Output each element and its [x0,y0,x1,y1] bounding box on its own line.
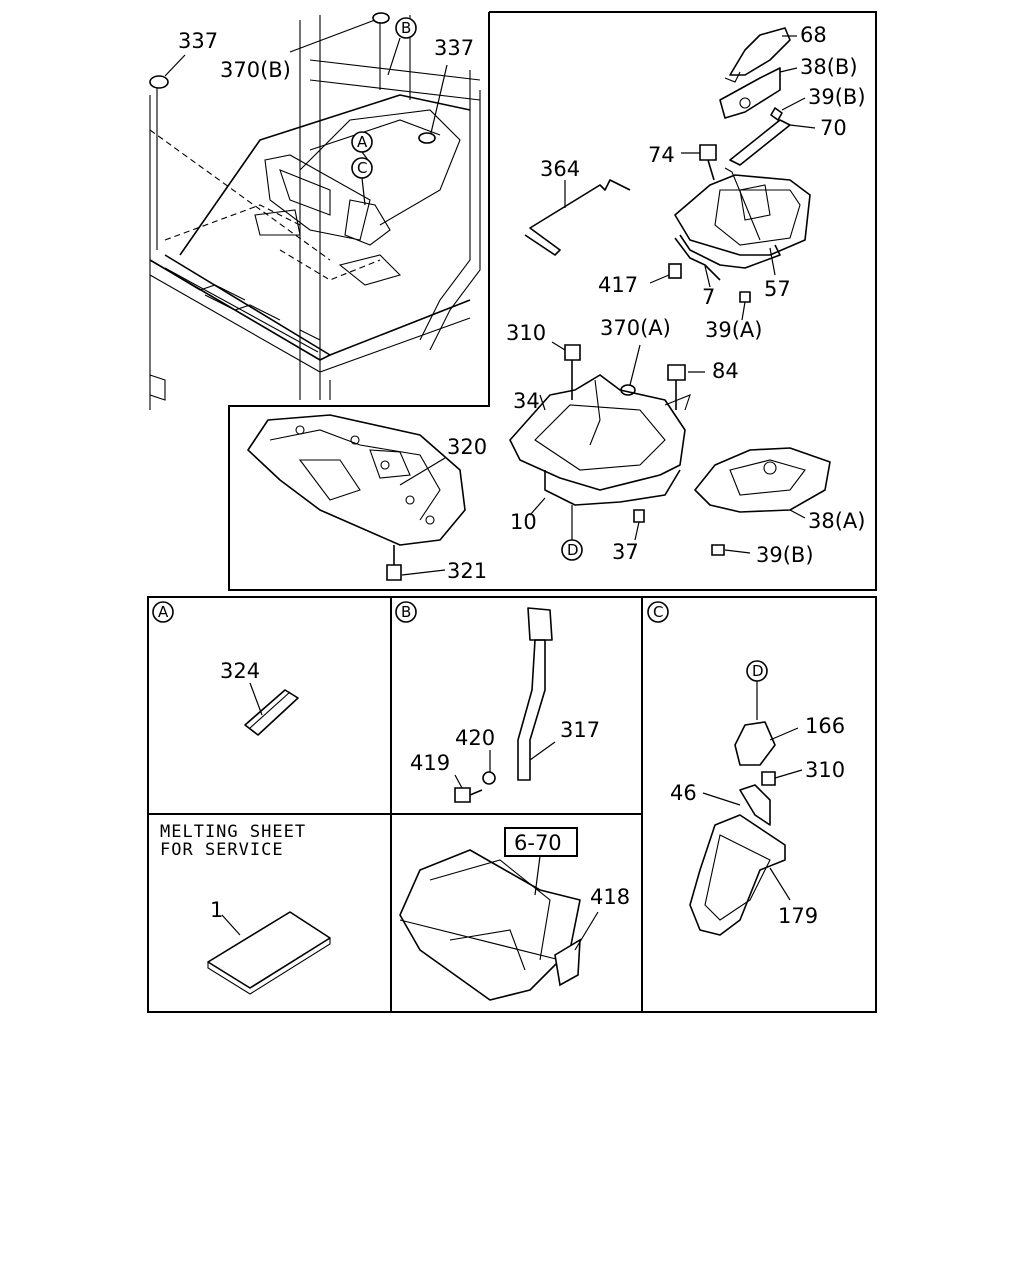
callout-166: 166 [805,714,845,738]
callout-320: 320 [447,435,487,459]
callout-337-left: 337 [178,29,218,53]
callout-70: 70 [820,116,847,140]
detail-c-marker: C [653,603,663,621]
callout-310: 310 [805,758,845,782]
callout-46: 46 [670,781,697,805]
detail-B-strap [395,601,556,803]
callout-1: 1 [210,898,223,922]
callout-68: 68 [800,23,827,47]
callout-34: 34 [513,389,540,413]
note-melting-sheet: MELTING SHEET [160,822,306,842]
callout-420: 420 [455,726,495,750]
detail-C-bracket [647,601,803,936]
callout-7: 7 [702,285,715,309]
note-for-service: FOR SERVICE [160,840,284,860]
callout-38b: 38(B) [800,55,858,79]
detail-a-marker: A [158,603,169,621]
callout-labels: 337 370(B) B 337 A C 68 38(B) 39(B) 70 7… [158,19,866,928]
callout-39a: 39(A) [705,318,762,342]
callout-57: 57 [764,277,791,301]
battery-tray-assembly [247,27,831,581]
callout-417: 417 [598,273,638,297]
callout-c-marker: C [357,159,367,177]
callout-310-top: 310 [506,321,546,345]
diagram-frames [147,11,877,1013]
detail-c-d-marker: D [752,662,764,680]
callout-419: 419 [410,751,450,775]
detail-melting-sheet [207,911,331,995]
callout-a-marker: A [357,133,368,151]
callout-370b: 370(B) [220,58,291,82]
callout-b-marker: B [401,19,411,37]
callout-39b-top: 39(B) [808,85,866,109]
reference-box-6-70: 6-70 [514,831,562,855]
vehicle-floor-view [149,12,481,410]
callout-39b-bottom: 39(B) [756,543,814,567]
callout-10: 10 [510,510,537,534]
callout-74: 74 [648,143,675,167]
detail-A-clip [152,601,299,736]
callout-84: 84 [712,359,739,383]
callout-179: 179 [778,904,818,928]
callout-38a: 38(A) [808,509,865,533]
detail-reference-panel [399,827,599,1001]
callout-418: 418 [590,885,630,909]
callout-337-right: 337 [434,36,474,60]
callout-370a: 370(A) [600,316,671,340]
callout-d-marker: D [567,541,579,559]
callout-321: 321 [447,559,487,583]
callout-364: 364 [540,157,580,181]
detail-b-marker: B [401,603,411,621]
callout-324: 324 [220,659,260,683]
callout-317: 317 [560,718,600,742]
callout-37: 37 [612,540,639,564]
